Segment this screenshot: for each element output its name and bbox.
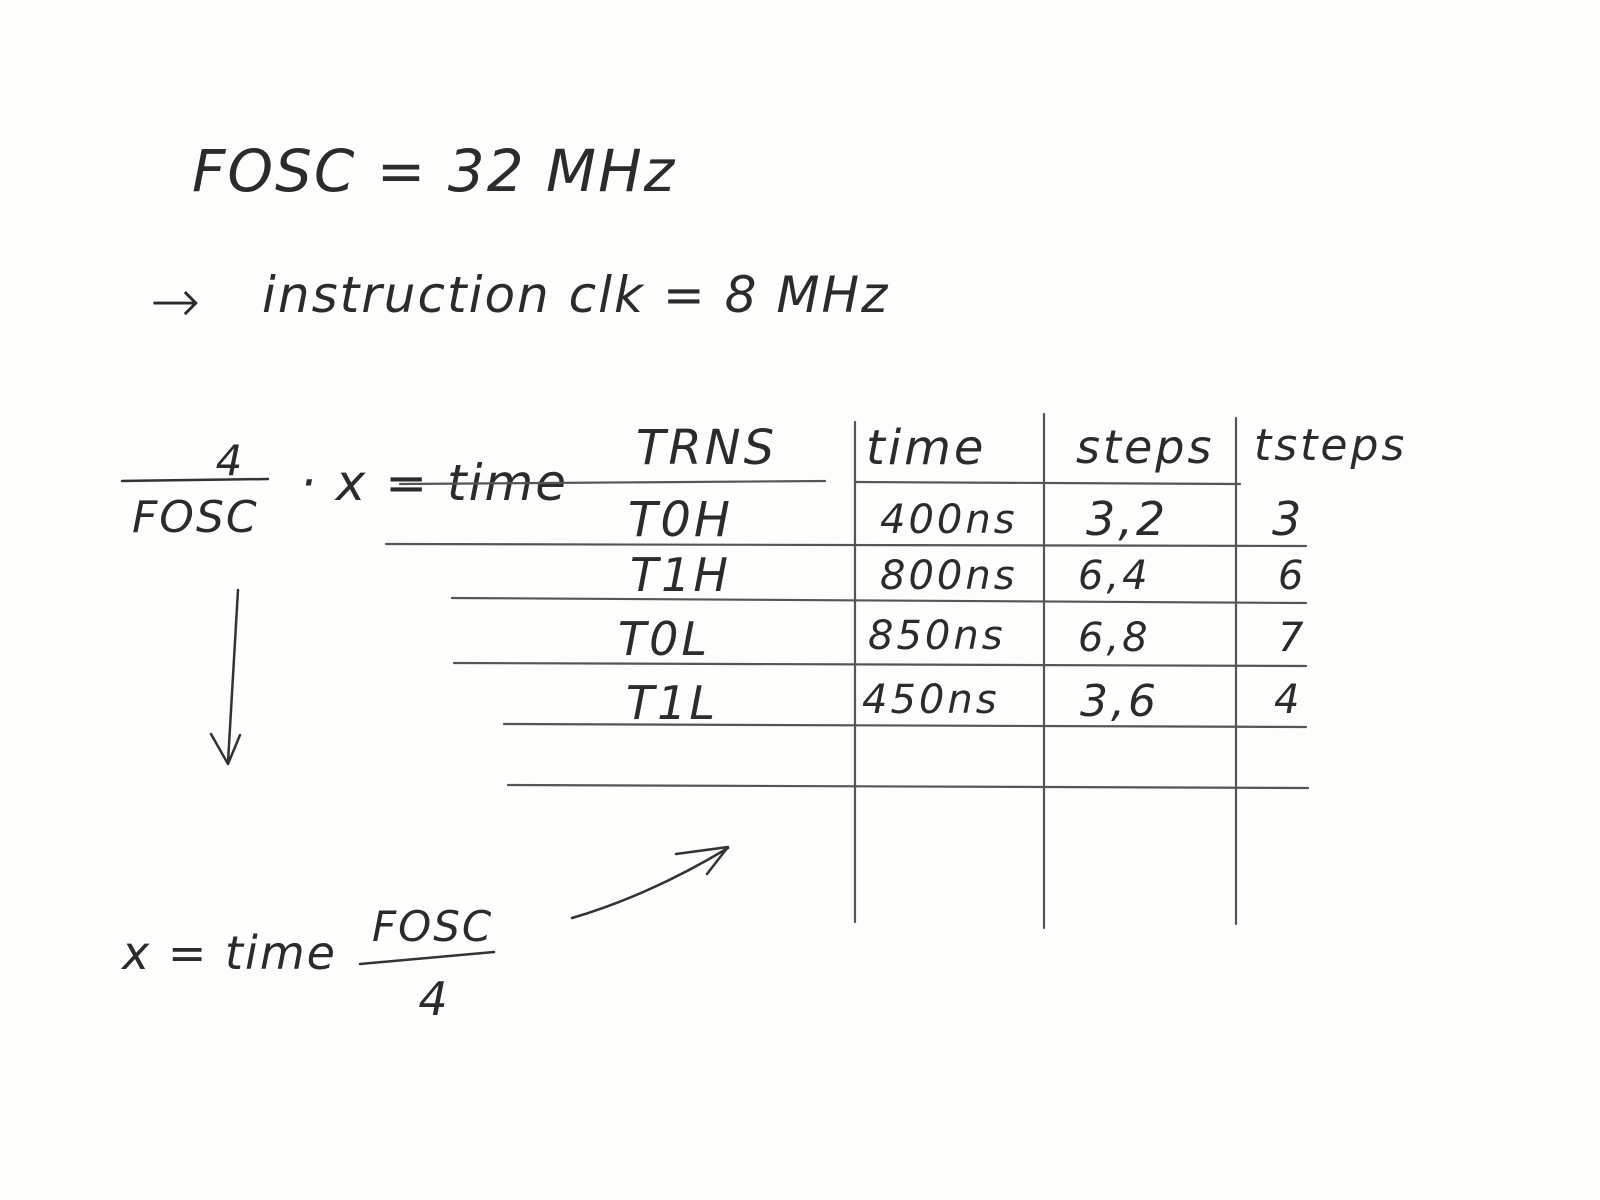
fraction-bar-top [120, 477, 270, 483]
row-rule-4 [502, 722, 1308, 729]
row-rule-3 [452, 661, 1308, 668]
table-cell-tsteps: 6 [1278, 553, 1307, 599]
arrow-right-icon: → [150, 267, 201, 337]
table-cell-trns: T1H [630, 548, 731, 602]
table-cell-time: 850ns [868, 613, 1006, 659]
table-cell-steps: 3,2 [1086, 492, 1169, 546]
arrow-down-icon [209, 588, 242, 766]
row-rule-2 [450, 596, 1308, 605]
table-cell-time: 800ns [880, 553, 1018, 599]
table-header-time: time [866, 420, 987, 476]
table-header-tsteps: tsteps [1254, 420, 1408, 471]
header-rule-left [398, 479, 827, 486]
table-cell-trns: T1L [626, 676, 718, 730]
arrow-up-right-icon [570, 845, 730, 920]
formula-bottom-lhs: x = time [122, 926, 337, 980]
formula-top-numerator: 4 [215, 436, 245, 485]
table-cell-trns: T0H [628, 492, 733, 548]
formula-bottom-numerator: FOSC [372, 902, 494, 951]
table-cell-steps: 6,4 [1078, 553, 1151, 599]
row-rule-5 [506, 783, 1310, 790]
table-header-steps: steps [1076, 420, 1215, 474]
formula-top-denominator: FOSC [132, 492, 259, 543]
table-header-trns: TRNS [636, 420, 778, 476]
row-rule-1 [384, 542, 1308, 548]
table-cell-steps: 6,8 [1078, 615, 1151, 661]
header-rule-right [853, 480, 1242, 486]
formula-bottom-denominator: 4 [418, 972, 450, 1026]
table-cell-time: 400ns [880, 497, 1018, 543]
fosc-equation: FOSC = 32 MHz [192, 137, 677, 205]
instruction-clock-note: instruction clk = 8 MHz [262, 266, 890, 324]
table-cell-trns: T0L [618, 612, 710, 666]
fraction-bar-bottom [358, 950, 496, 966]
table-cell-time: 450ns [862, 677, 1000, 723]
table-cell-tsteps: 4 [1274, 677, 1303, 723]
table-cell-tsteps: 7 [1278, 615, 1307, 661]
table-cell-tsteps: 3 [1272, 492, 1305, 546]
table-cell-steps: 3,6 [1080, 676, 1159, 727]
